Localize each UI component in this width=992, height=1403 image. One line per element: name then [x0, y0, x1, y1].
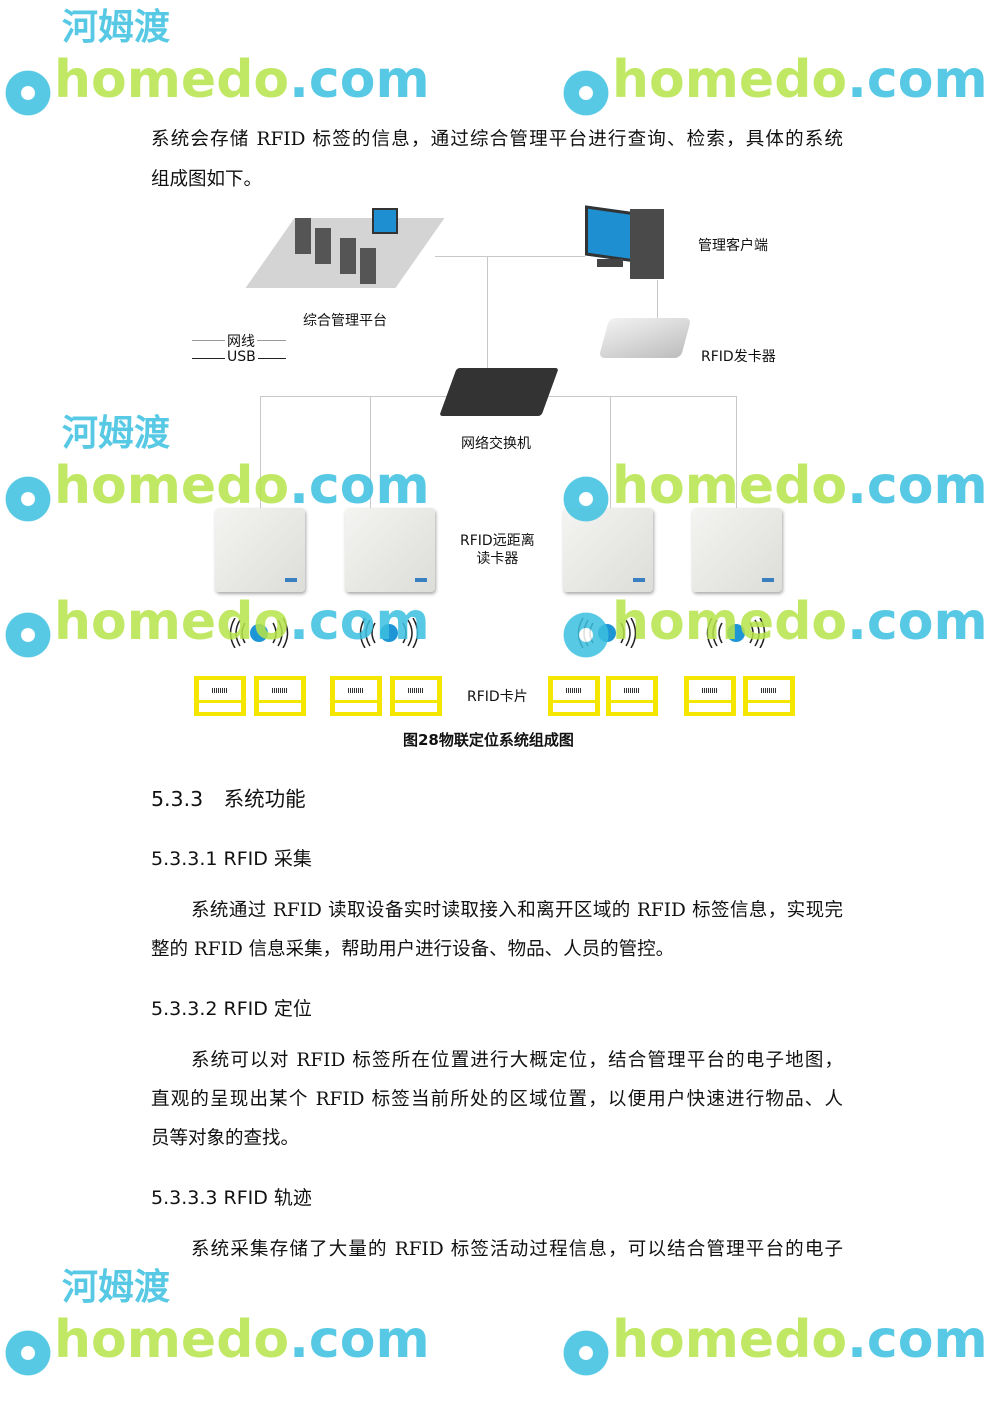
rfid-card	[743, 676, 795, 716]
network-wire	[260, 396, 261, 508]
rfid-card	[548, 676, 600, 716]
network-wire	[435, 256, 585, 257]
rfid-reader	[345, 508, 435, 592]
issuer-label: RFID发卡器	[701, 349, 776, 365]
rfid-card	[390, 676, 442, 716]
cards-label: RFID卡片	[467, 689, 528, 705]
network-switch-icon	[439, 368, 559, 416]
network-wire	[487, 256, 488, 368]
s1-line-2: 整的 RFID 信息采集，帮助用户进行设备、物品、人员的管控。	[151, 939, 675, 960]
card-issuer-icon	[598, 318, 692, 358]
s2-line-2: 直观的呈现出某个 RFID 标签当前所处的区域位置，以便用户快速进行物品、人	[151, 1089, 843, 1110]
wireless-signal-icon	[706, 618, 766, 648]
network-wire	[610, 396, 611, 508]
reader-label: RFID远距离 读卡器	[460, 532, 535, 568]
rfid-reader	[692, 508, 782, 592]
s2-line-3: 员等对象的查找。	[151, 1128, 300, 1149]
subsection-heading-locate: 5.3.3.2 RFID 定位	[151, 998, 312, 1020]
rfid-card	[254, 676, 306, 716]
figure-caption: 图28物联定位系统组成图	[403, 731, 574, 749]
rfid-reader	[215, 508, 305, 592]
watermark-logo: homedo.com	[560, 50, 988, 119]
client-label: 管理客户端	[698, 238, 768, 254]
watermark-logo: homedo.com	[560, 456, 988, 525]
wireless-signal-icon	[577, 618, 637, 648]
wireless-signal-icon	[229, 618, 289, 648]
rfid-card	[606, 676, 658, 716]
rfid-card	[684, 676, 736, 716]
legend-usb: USB	[225, 349, 258, 365]
intro-line-1: 系统会存储 RFID 标签的信息，通过综合管理平台进行查询、检索，具体的系统	[151, 129, 843, 150]
network-wire	[370, 396, 371, 508]
s3-line-1: 系统采集存储了大量的 RFID 标签活动过程信息，可以结合管理平台的电子	[191, 1239, 843, 1260]
client-computer-icon	[585, 205, 680, 279]
switch-label: 网络交换机	[461, 436, 531, 452]
usb-wire	[657, 280, 658, 320]
rfid-reader	[563, 508, 653, 592]
reader-label-2: 读卡器	[476, 551, 519, 567]
watermark-logo: homedo.com	[560, 1310, 988, 1379]
network-wire	[736, 396, 737, 508]
section-heading: 5.3.3 系统功能	[151, 787, 306, 811]
platform-label: 综合管理平台	[303, 313, 387, 329]
subsection-heading-track: 5.3.3.3 RFID 轨迹	[151, 1187, 312, 1209]
subsection-heading-collect: 5.3.3.1 RFID 采集	[151, 848, 312, 870]
platform-servers-icon	[245, 208, 445, 303]
rfid-card	[330, 676, 382, 716]
s1-line-1: 系统通过 RFID 读取设备实时读取接入和离开区域的 RFID 标签信息，实现完	[191, 900, 843, 921]
s2-line-1: 系统可以对 RFID 标签所在位置进行大概定位，结合管理平台的电子地图，	[191, 1050, 843, 1071]
reader-label-1: RFID远距离	[460, 533, 535, 549]
wireless-signal-icon	[359, 618, 419, 648]
legend-network-cable: 网线	[225, 331, 257, 351]
rfid-card	[194, 676, 246, 716]
intro-line-2: 组成图如下。	[151, 169, 263, 190]
